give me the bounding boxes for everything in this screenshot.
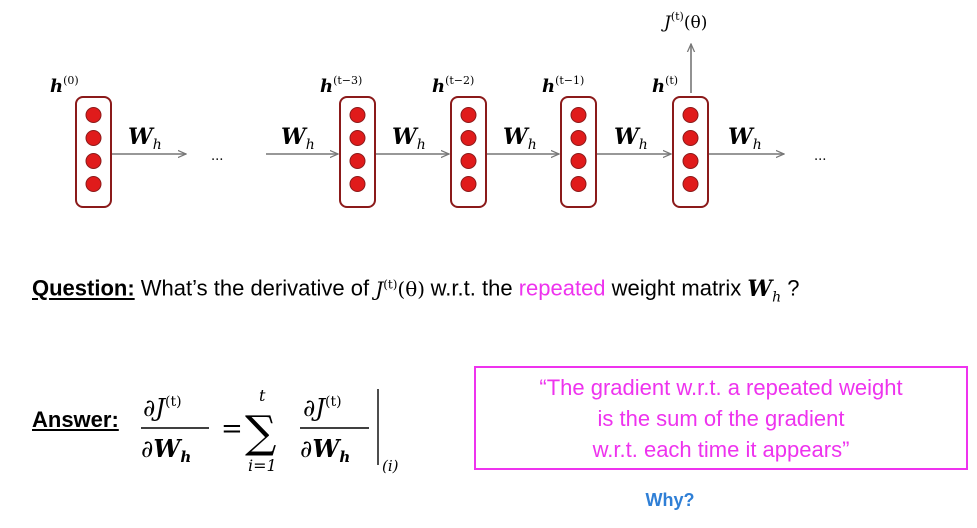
- quote-line-2: is the sum of the gradient: [597, 405, 845, 431]
- hidden-box-t: [672, 96, 709, 208]
- why-link[interactable]: Why?: [645, 490, 695, 510]
- neuron: [85, 176, 102, 192]
- question-text-2: w.r.t. the: [430, 275, 513, 301]
- hidden-box-t-2: [450, 96, 487, 208]
- hidden-box-0: [75, 96, 112, 208]
- question-label: Question:: [32, 275, 135, 301]
- hidden-label-t-2: h(t−2): [432, 74, 474, 97]
- quote-box: “The gradient w.r.t. a repeated weight i…: [474, 366, 968, 470]
- neuron: [460, 153, 477, 169]
- evaluation-subscript: (i): [382, 457, 399, 475]
- neuron: [85, 153, 102, 169]
- neuron: [682, 107, 699, 123]
- neuron: [570, 130, 587, 146]
- weight-label-t: Wh: [728, 124, 762, 153]
- weight-label-0: Wh: [128, 124, 162, 153]
- weight-label-in-t-3: Wh: [281, 124, 315, 153]
- hidden-label-t-1: h(t−1): [542, 74, 584, 97]
- ellipsis-right: ...: [814, 149, 826, 164]
- question-math-j: J(t)(θ): [375, 276, 426, 301]
- neuron: [460, 176, 477, 192]
- hidden-label-t-3: h(t−3): [320, 74, 362, 97]
- neuron: [570, 107, 587, 123]
- lhs-numerator: ∂J(t): [143, 394, 182, 422]
- gradient-formula: ∂J(t) ∂Wh = t ∑ i=1 ∂J(t) ∂Wh (i): [141, 386, 399, 475]
- weight-label-t-3: Wh: [392, 124, 426, 153]
- neuron: [460, 107, 477, 123]
- weight-label-t-1: Wh: [614, 124, 648, 153]
- rnn-diagram: J(t)(θ) h(0) h(t−3) h(t−2) h(t−1) h(t): [50, 10, 826, 208]
- neuron: [682, 130, 699, 146]
- neuron: [349, 130, 366, 146]
- neuron: [85, 107, 102, 123]
- neuron: [349, 107, 366, 123]
- sum-symbol: ∑: [245, 407, 276, 458]
- rhs-denominator: ∂Wh: [300, 434, 350, 466]
- question-highlight: repeated: [518, 275, 606, 301]
- neuron: [349, 153, 366, 169]
- hidden-label-0: h(0): [50, 74, 79, 97]
- sum-lower: i=1: [248, 456, 277, 475]
- question-text-1: What’s the derivative of: [140, 275, 370, 301]
- answer-label: Answer:: [32, 407, 119, 432]
- question-math-w: Wh: [747, 275, 782, 306]
- hidden-box-t-1: [560, 96, 597, 208]
- ellipsis-left: ...: [211, 149, 223, 164]
- question-line: Question: What’s the derivative of J(t)(…: [32, 268, 800, 313]
- neuron: [570, 153, 587, 169]
- loss-label: J(t)(θ): [661, 10, 707, 33]
- question-text-3: weight matrix: [611, 275, 742, 301]
- quote-line-3: w.r.t. each time it appears”: [592, 436, 850, 462]
- neuron: [682, 176, 699, 192]
- weight-label-t-2: Wh: [503, 124, 537, 153]
- quote-line-1: “The gradient w.r.t. a repeated weight: [539, 374, 903, 400]
- lhs-denominator: ∂Wh: [141, 434, 191, 466]
- hidden-box-t-3: [339, 96, 376, 208]
- equals-sign: =: [221, 414, 243, 444]
- neuron: [349, 176, 366, 192]
- neuron: [682, 153, 699, 169]
- rhs-numerator: ∂J(t): [303, 394, 342, 422]
- question-text-4: ?: [787, 275, 800, 301]
- sum-upper: t: [259, 386, 266, 405]
- neuron: [460, 130, 477, 146]
- neuron: [85, 130, 102, 146]
- neuron: [570, 176, 587, 192]
- hidden-label-t: h(t): [652, 74, 678, 97]
